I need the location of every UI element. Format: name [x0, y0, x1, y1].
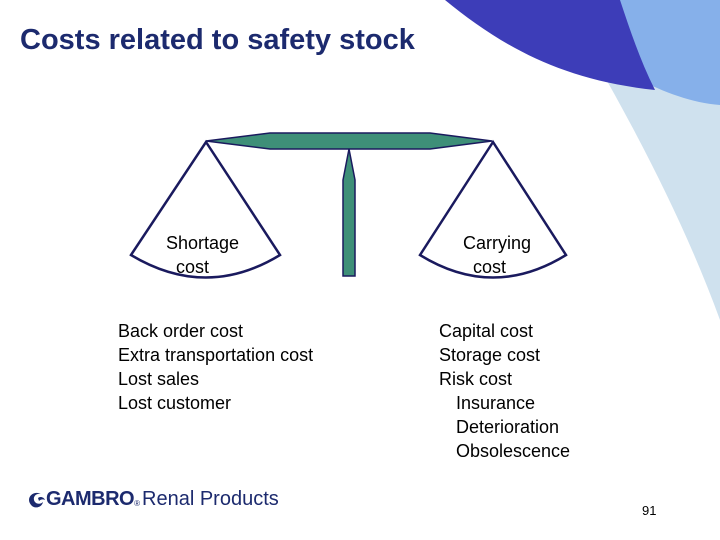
carrying-cost-subitem: Insurance [439, 391, 570, 415]
shortage-cost-item: Lost sales [118, 367, 313, 391]
shortage-cost-item: Back order cost [118, 319, 313, 343]
logo-registered-mark: ® [134, 499, 140, 508]
carrying-cost-item: Risk cost [439, 367, 570, 391]
shortage-cost-item: Extra transportation cost [118, 343, 313, 367]
scale-beam [206, 133, 492, 149]
shortage-cost-item: Lost customer [118, 391, 313, 415]
gambro-logo: GAMBRO ® Renal Products [26, 488, 279, 511]
left-pan-label: Shortage cost [166, 231, 239, 279]
logo-brand: GAMBRO [46, 488, 134, 511]
logo-division: Renal Products [142, 488, 279, 511]
carrying-cost-item: Storage cost [439, 343, 570, 367]
carrying-cost-list: Capital cost Storage cost Risk cost Insu… [439, 319, 570, 463]
page-number: 91 [642, 503, 656, 518]
carrying-cost-subitem: Deterioration [439, 415, 570, 439]
shortage-cost-list: Back order cost Extra transportation cos… [118, 319, 313, 415]
gambro-swirl-icon [26, 489, 48, 511]
right-pan-label: Carrying cost [463, 231, 531, 279]
carrying-cost-item: Capital cost [439, 319, 570, 343]
carrying-cost-subitem: Obsolescence [439, 439, 570, 463]
scale-post [343, 149, 355, 276]
